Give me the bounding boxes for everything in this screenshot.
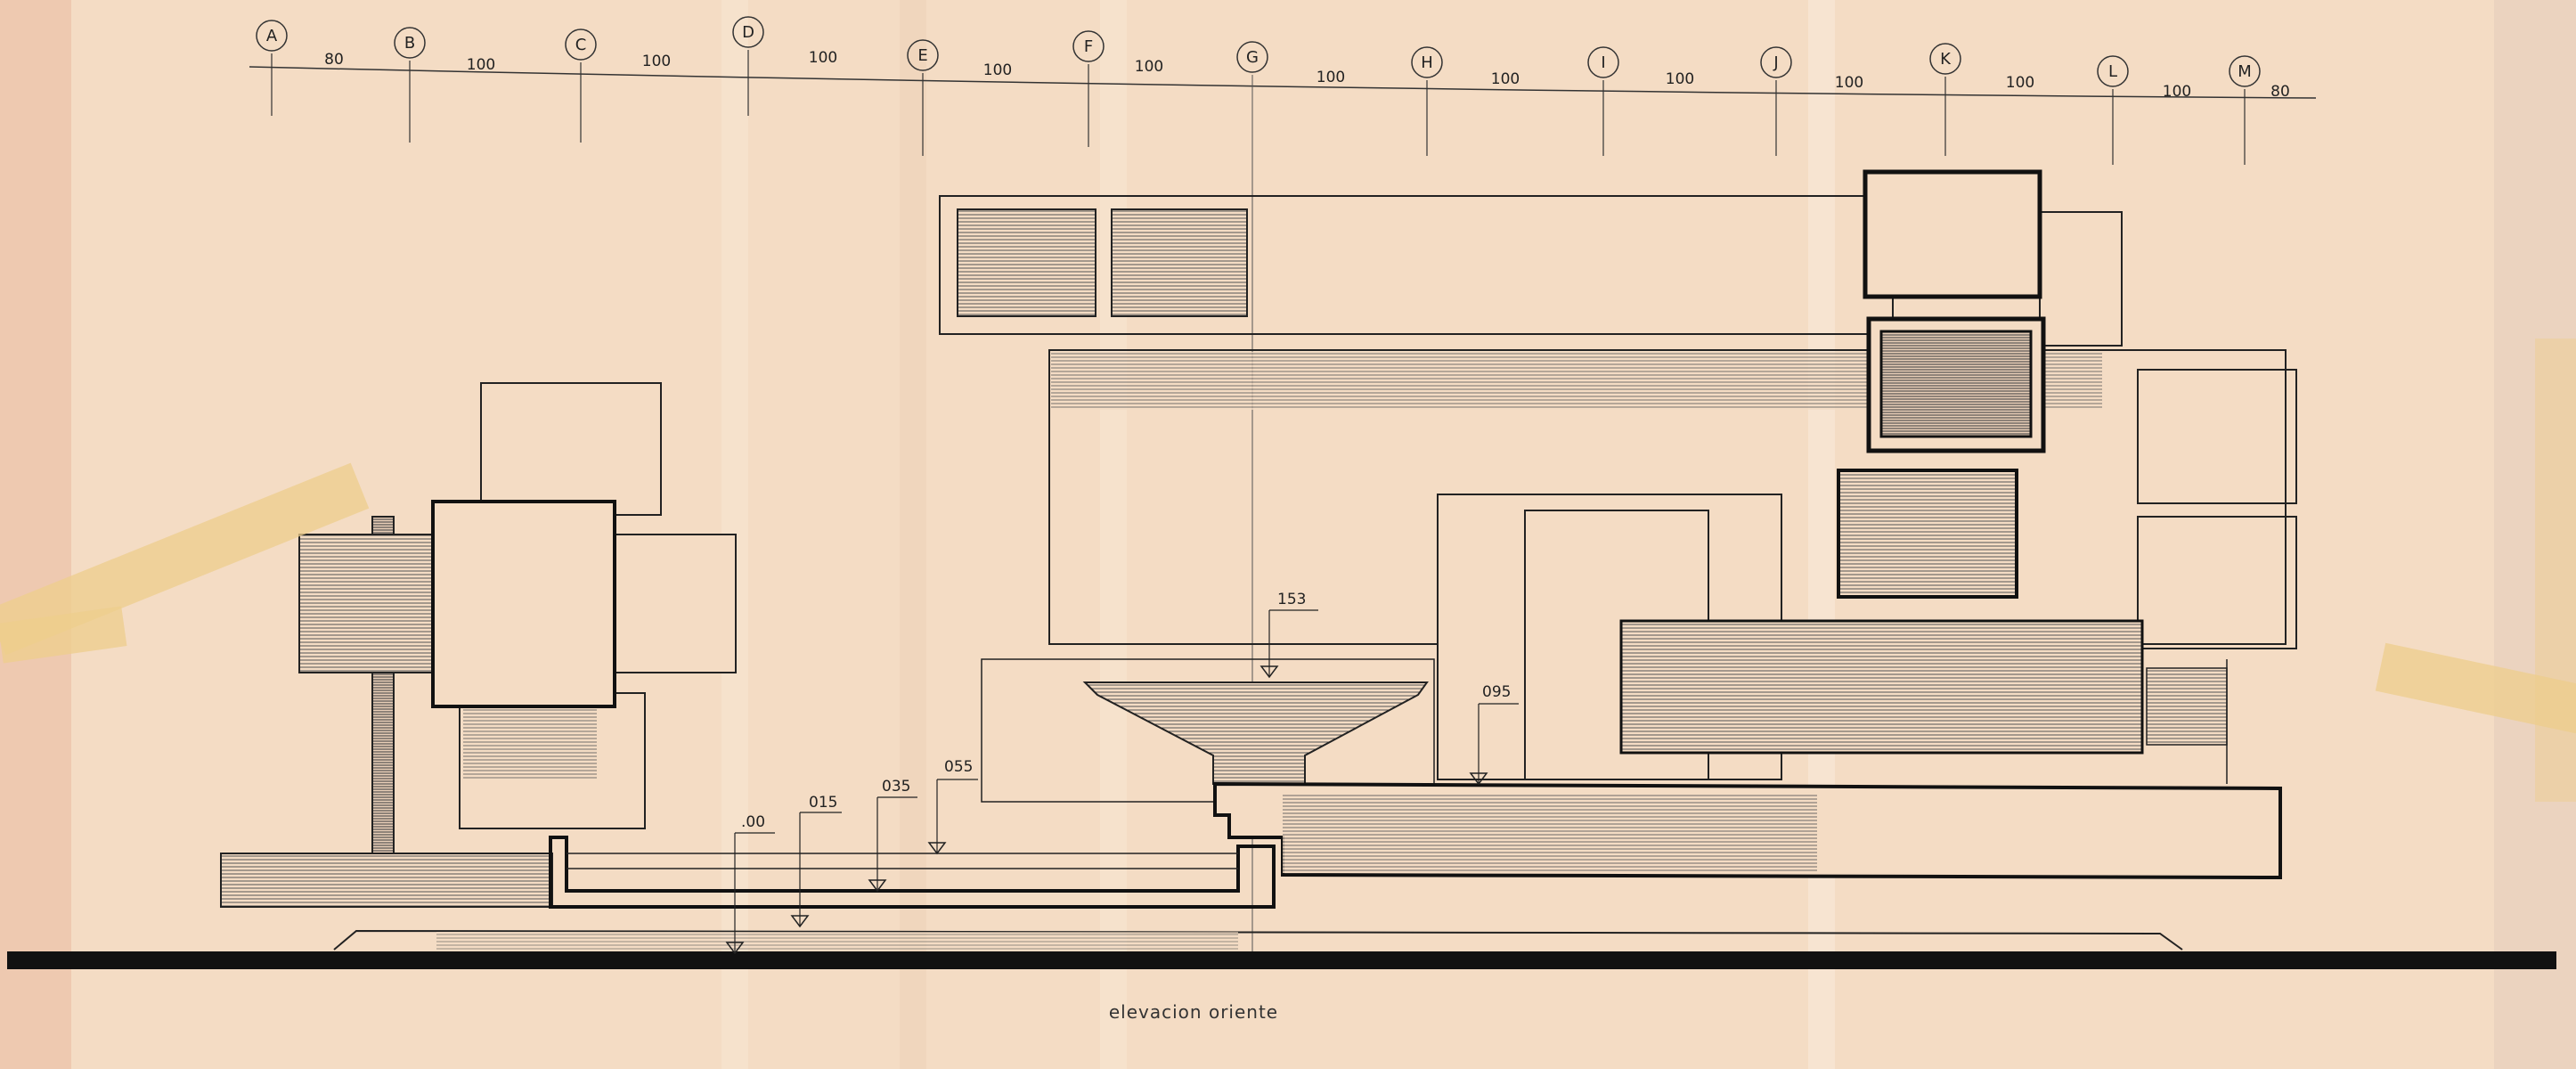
grid-dim-gh: 100 xyxy=(1317,69,1345,86)
grid-label-e: E xyxy=(917,46,927,65)
central-funnel-group xyxy=(981,658,1435,803)
grid-axis-i: I xyxy=(1587,46,1619,156)
grid-dim-ab: 80 xyxy=(324,51,344,69)
level-label-035: 035 xyxy=(882,778,910,796)
grid-dim-ij: 100 xyxy=(1666,70,1694,88)
grid-label-b: B xyxy=(404,34,415,53)
left-right-box xyxy=(605,534,737,673)
left-main-box xyxy=(431,500,616,708)
grid-label-m: M xyxy=(2238,62,2252,81)
tower-lower-box xyxy=(1837,469,2018,599)
level-marker-035: 035 xyxy=(868,778,917,893)
level-label-153: 153 xyxy=(1277,591,1306,608)
grid-label-d: D xyxy=(742,23,754,42)
level-label-095: 095 xyxy=(1482,683,1511,701)
grid-label-l: L xyxy=(2108,62,2117,81)
right-tower-group xyxy=(1619,169,2228,784)
upper-hatched-panel-2 xyxy=(1111,208,1248,317)
grid-axis-line xyxy=(249,66,2317,99)
grid-dim-ef: 100 xyxy=(983,61,1012,79)
grid-axis-b: B xyxy=(394,27,426,143)
grid-axis-j: J xyxy=(1760,46,1792,156)
tower-mid-box-inner xyxy=(1879,330,2033,438)
connecting-channel xyxy=(549,836,1276,909)
drawing-caption: elevacion oriente xyxy=(1108,1001,1279,1023)
grid-axis-c: C xyxy=(565,29,597,143)
right-hatched-wall xyxy=(1619,619,2144,755)
funnel-pedestal xyxy=(981,658,1435,803)
grid-dim-hi: 100 xyxy=(1491,70,1520,88)
grid-dimensions: 80 100 100 100 100 100 100 100 100 100 1… xyxy=(324,49,2290,101)
grid-dim-jk: 100 xyxy=(1835,74,1863,92)
level-label-055: 055 xyxy=(944,758,973,776)
left-upper-box xyxy=(480,382,662,516)
level-marker-015: 015 xyxy=(790,794,842,928)
ground-line xyxy=(7,951,2556,969)
level-marker-00: .00 xyxy=(725,813,775,955)
grid-dim-fg: 100 xyxy=(1135,58,1163,76)
grid-label-c: C xyxy=(575,36,587,54)
grid-label-j: J xyxy=(1773,53,1778,72)
grid-label-i: I xyxy=(1601,53,1605,72)
grid-dim-bc: 100 xyxy=(467,56,495,74)
grid-axis-a: A xyxy=(256,20,288,116)
grid-label-h: H xyxy=(1421,53,1433,72)
level-markers: .00 015 035 055 095 153 xyxy=(725,591,1519,955)
grid-axis-h: H xyxy=(1411,46,1443,156)
left-base-slab xyxy=(220,853,553,908)
lower-platform-group xyxy=(1213,781,2282,880)
left-wing xyxy=(298,534,443,673)
grid-axis-k: K xyxy=(1929,43,1961,156)
grid-dim-cd: 100 xyxy=(642,53,671,70)
middle-right-box xyxy=(2137,369,2297,504)
grid-axis-l: L xyxy=(2097,55,2129,165)
grid-label-a: A xyxy=(266,27,278,45)
masking-tape-right-edge xyxy=(2535,339,2576,802)
grid-dim-kl: 100 xyxy=(2006,74,2034,92)
funnel xyxy=(1082,681,1429,785)
grid-axis-d: D xyxy=(732,16,764,116)
middle-right-lower xyxy=(2137,516,2297,649)
level-label-015: 015 xyxy=(809,794,837,812)
level-marker-055: 055 xyxy=(927,758,978,855)
tower-back-panel xyxy=(2039,211,2123,347)
right-small-hatched xyxy=(2146,667,2228,746)
grid-label-k: K xyxy=(1940,50,1952,69)
grid-axis-m: M xyxy=(2229,55,2261,165)
grid-dim-de: 100 xyxy=(809,49,837,67)
grid-axis-e: E xyxy=(907,39,939,156)
upper-hatched-panel-1 xyxy=(957,208,1096,317)
level-marker-153: 153 xyxy=(1259,591,1318,679)
base-ramp xyxy=(333,929,2183,951)
grid-axes: A B C D E F G H I J K L M xyxy=(256,16,2261,967)
level-marker-095: 095 xyxy=(1469,683,1519,786)
level-label-00: .00 xyxy=(741,813,765,831)
tower-top-box xyxy=(1863,169,2042,299)
left-volume-group xyxy=(220,382,1276,909)
grid-label-g: G xyxy=(1246,48,1259,67)
grid-label-f: F xyxy=(1084,37,1093,56)
grid-axis-f: F xyxy=(1072,30,1105,147)
grid-dim-m-end: 80 xyxy=(2270,83,2290,101)
grid-dim-lm: 100 xyxy=(2163,83,2191,101)
